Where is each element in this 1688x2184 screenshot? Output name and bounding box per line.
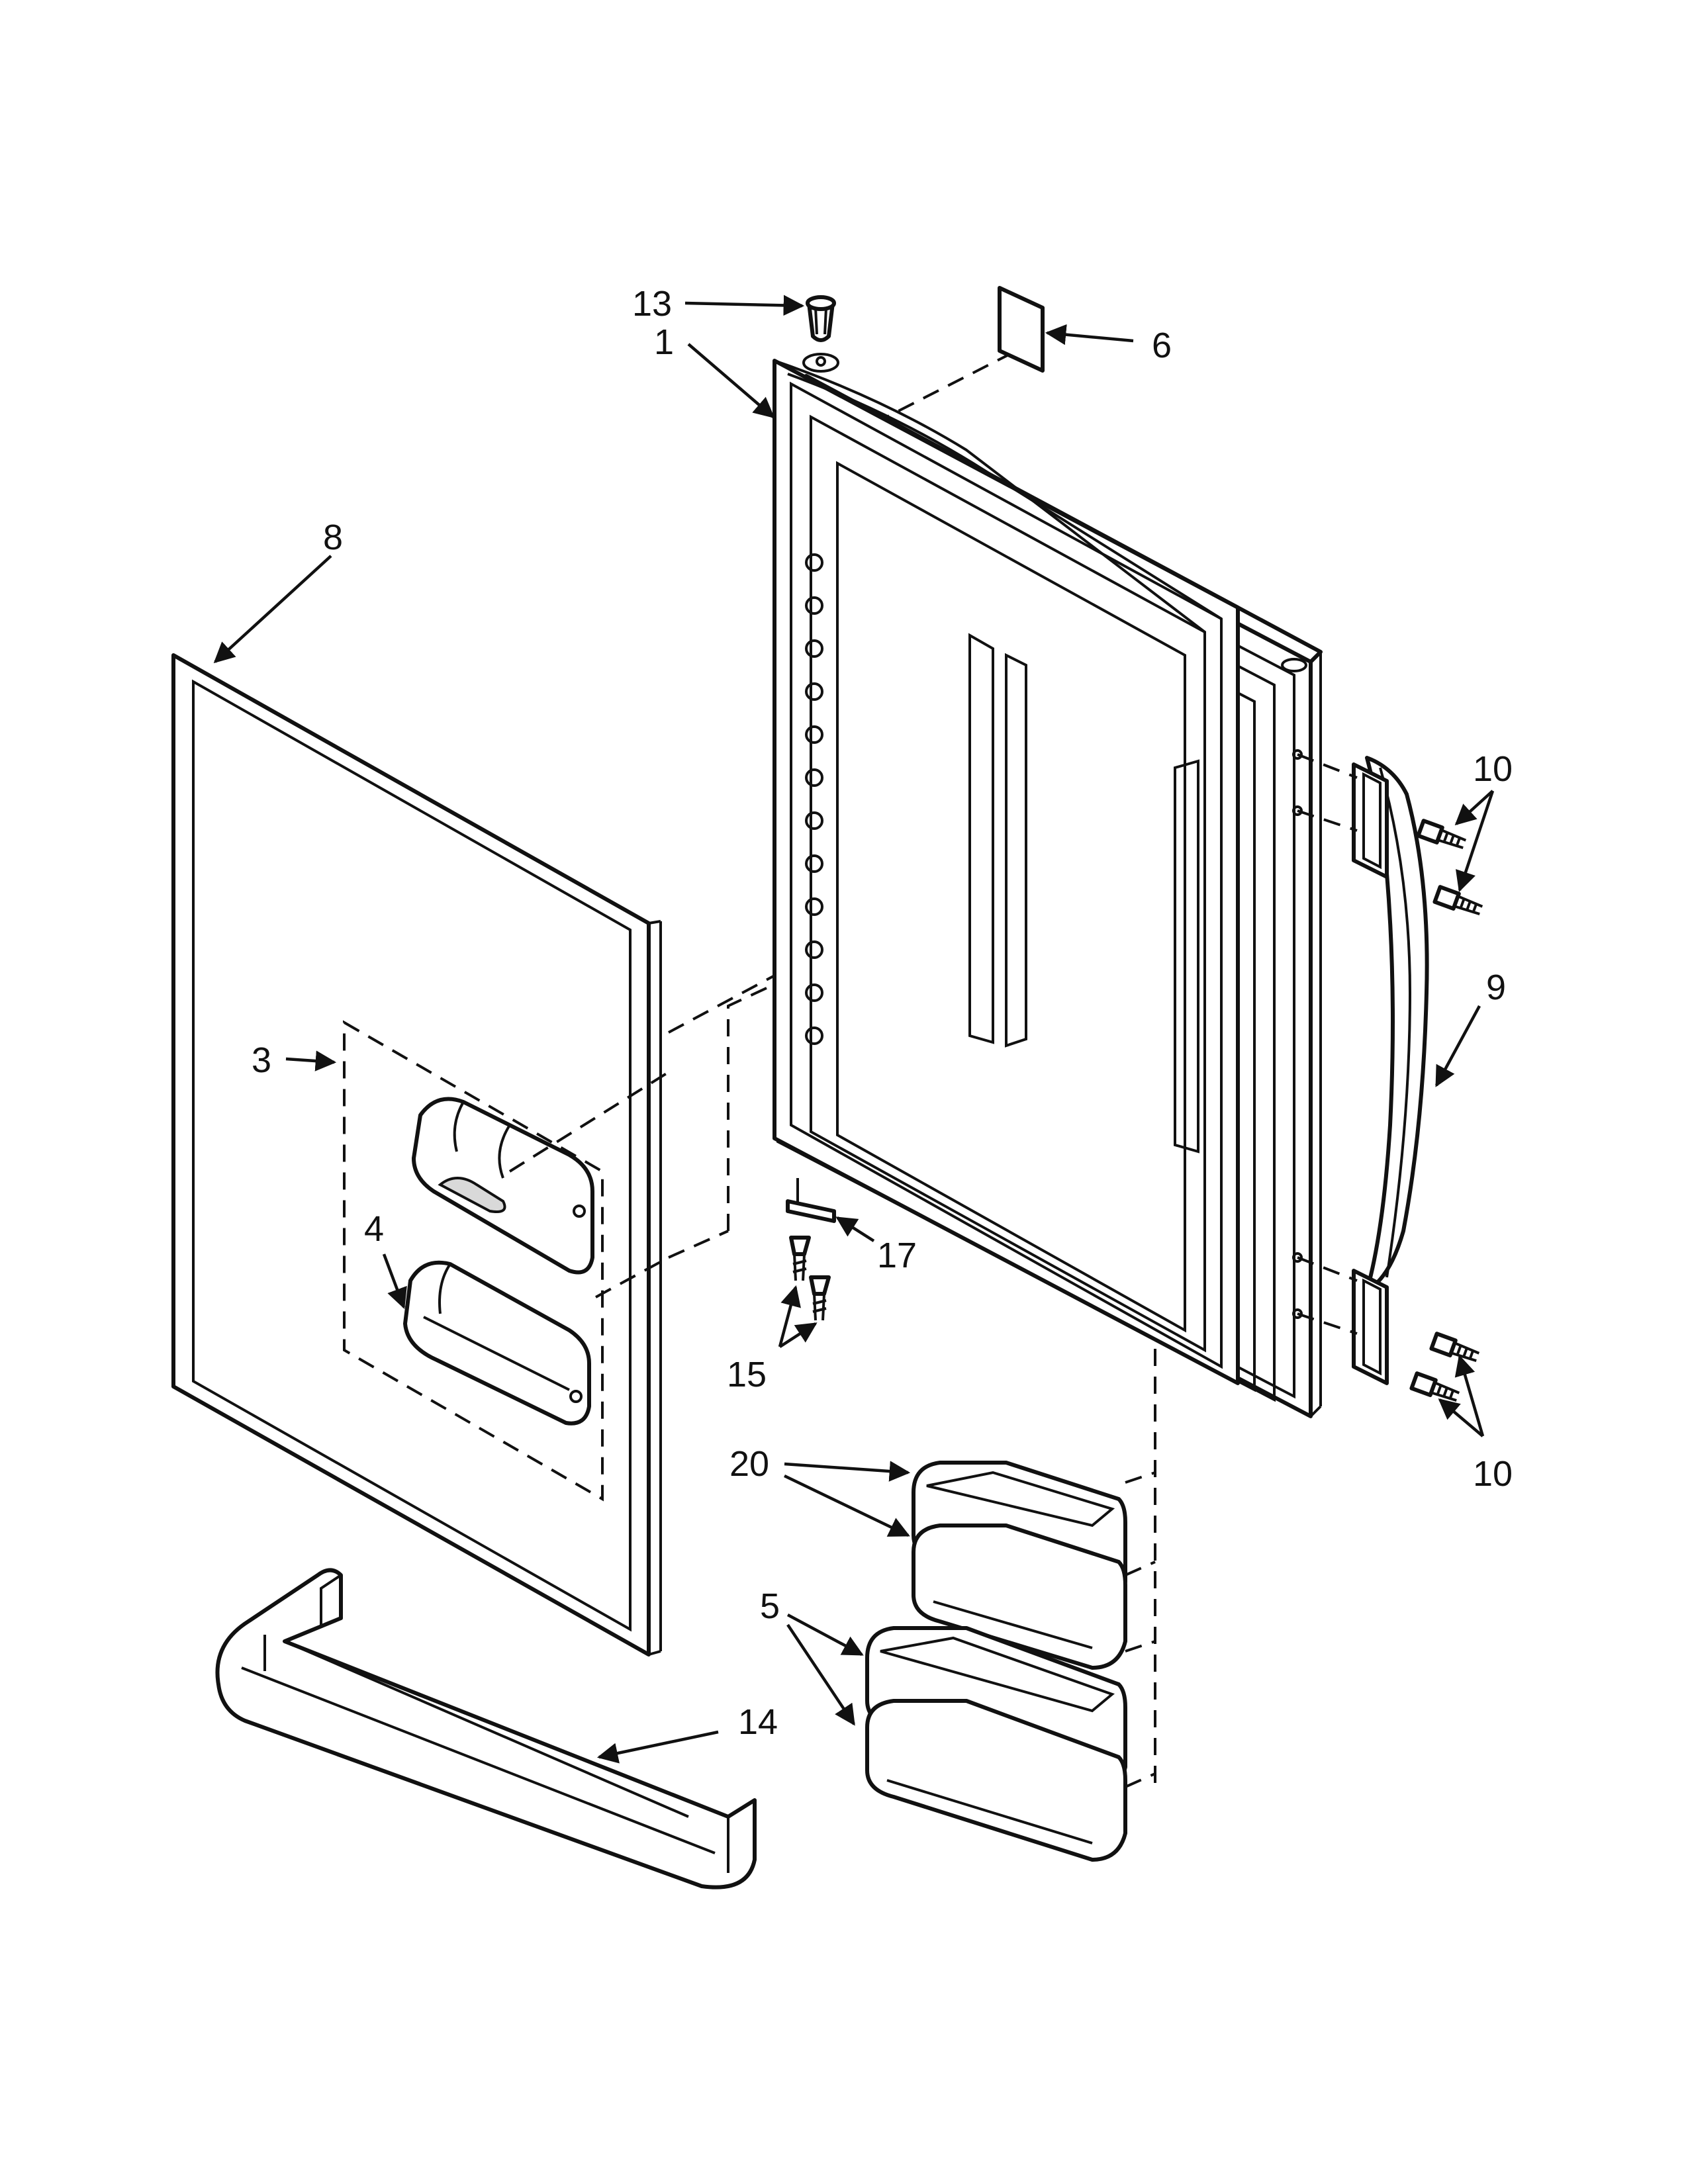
- handle-mounting-lines: [1292, 749, 1358, 1335]
- callout-5: 5: [760, 1586, 780, 1626]
- callout-10-top: 10: [1473, 749, 1513, 789]
- dispenser-cover-part-3: [412, 1097, 594, 1275]
- callout-labels: 13 1 6 8 3 4 10 9 17 15 10 20 5 14: [252, 284, 1513, 1742]
- callout-1: 1: [654, 322, 674, 362]
- shelf-retainers: [805, 553, 823, 1045]
- callout-13: 13: [632, 284, 672, 324]
- drip-tray-part-4: [403, 1260, 591, 1426]
- callout-14: 14: [738, 1702, 778, 1742]
- callout-9: 9: [1486, 968, 1506, 1007]
- label-part-6: [998, 286, 1045, 373]
- door-bins-part-5: [865, 1626, 1127, 1862]
- callout-8: 8: [323, 518, 343, 557]
- hinge-bushing-part-13: [806, 295, 836, 342]
- callout-3: 3: [252, 1040, 271, 1080]
- callout-6: 6: [1152, 326, 1172, 365]
- door-part-1: [773, 353, 1323, 1418]
- handle-screws-part-10: [1409, 819, 1483, 1402]
- callout-10-bottom: 10: [1473, 1454, 1513, 1494]
- assembly-outline-3-4: [343, 1020, 604, 1502]
- callout-4: 4: [364, 1209, 384, 1249]
- screws-part-15: [789, 1236, 831, 1321]
- bottom-bin-part-14: [215, 1568, 757, 1889]
- callout-leaders: [213, 295, 1495, 1764]
- door-bins-part-20: [912, 1461, 1127, 1670]
- handle-part-9: [1352, 756, 1429, 1385]
- callout-20: 20: [729, 1444, 769, 1484]
- callout-15: 15: [727, 1355, 767, 1394]
- callout-17: 17: [877, 1236, 917, 1275]
- hinge-bracket-part-17: [786, 1178, 836, 1223]
